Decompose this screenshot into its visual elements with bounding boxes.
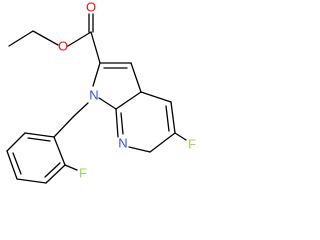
bond-ph-c2-c3 [45,164,66,184]
bond-n1-ch2 [73,102,89,117]
molecule-structure: O O N N F F [6,0,196,184]
bond-phenyl-f [64,164,78,171]
bond-ph-c1-c2 [53,136,66,166]
bond-c3-c3a [130,62,142,93]
bond-ph-c4-c5-double [12,152,22,175]
bond-c3a-c7a [115,91,142,110]
bond-c6-n7 [128,146,151,153]
bond-ch2-o [32,30,59,46]
bond-c4-c5-double [165,105,170,132]
bond-o-carbonyl-c [67,31,92,47]
bond-ph-c6-c1-double [27,137,51,142]
atom-ester-oxygen: O [58,39,68,54]
bond-ph-c3-c4 [16,178,47,184]
bond-c5-f [174,132,187,141]
bond-c5-c6 [149,132,176,153]
bond-n7-c7a-double [120,112,124,135]
atom-carbonyl-oxygen: O [86,0,96,15]
bond-n7-c7a [115,108,119,138]
atom-pyridine-nitrogen: N [118,136,127,151]
bond-c4-c5 [170,101,176,134]
bond-ph-c4-c5 [6,150,18,180]
atom-fluorine-pyridine: F [188,137,196,152]
bond-n1-c2 [92,62,101,87]
atom-fluorine-benzyl: F [79,166,87,181]
bond-ph-c5-c6 [6,132,26,152]
bond-ph-c6-c1 [24,132,55,138]
atom-pyrrole-nitrogen: N [89,88,98,103]
bond-c3a-c4 [140,91,172,103]
bond-ch2-phenyl [53,115,75,138]
bond-carbonyl-c2 [90,31,101,64]
bond-ph-c2-c3-double [44,162,61,178]
bond-c7a-n1 [98,97,117,110]
bond-ch3-ch2 [8,30,34,47]
